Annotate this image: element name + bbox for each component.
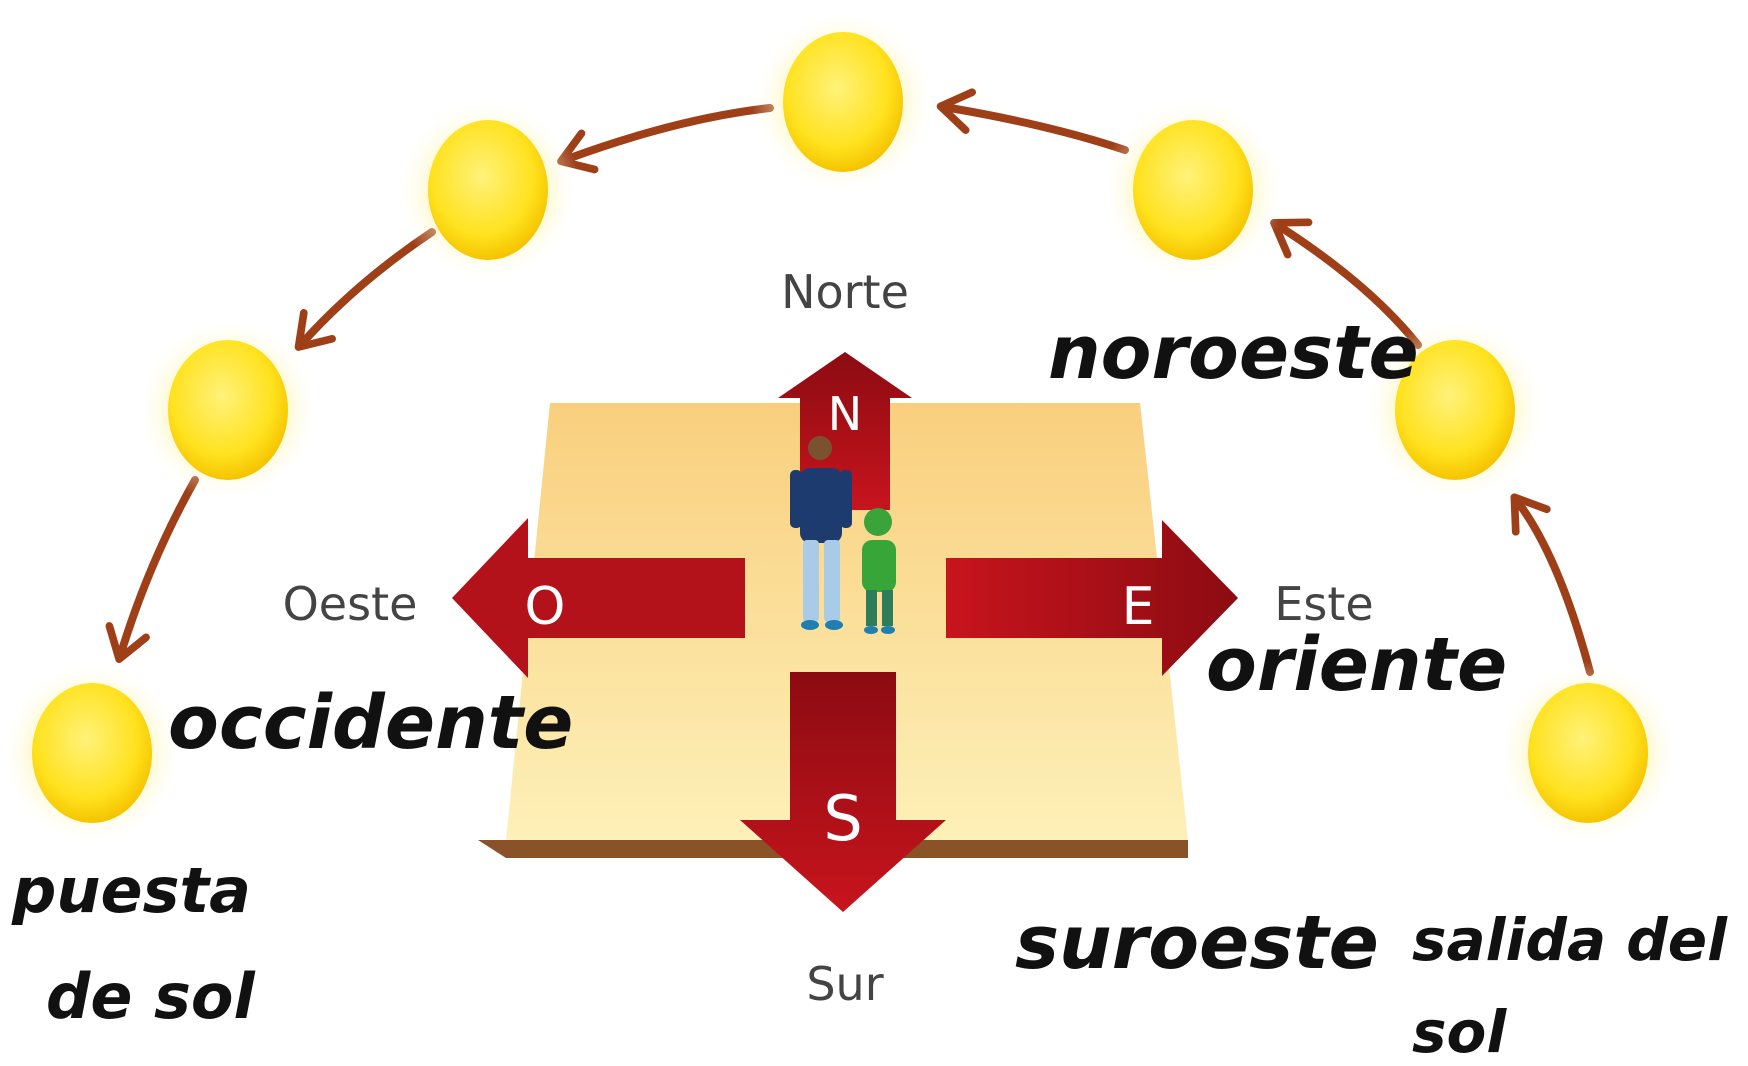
south-letter: S	[823, 782, 862, 855]
puesta-label-line1: puesta	[11, 854, 251, 927]
puesta-label-line2: de sol	[46, 960, 256, 1033]
sun-icon	[751, 10, 935, 194]
path-arrow-5	[294, 228, 436, 351]
noroeste-label: noroeste	[1048, 310, 1419, 396]
salida-label-line1: salida del	[1412, 906, 1728, 974]
path-arrow-6	[105, 476, 199, 664]
salida-label-line2: sol	[1412, 998, 1507, 1066]
west-arrow: O	[452, 518, 745, 678]
sun-icon	[396, 98, 580, 282]
sun-icon	[1496, 661, 1680, 845]
occidente-label: occidente	[168, 680, 573, 766]
sun-icon	[136, 318, 320, 502]
suns	[0, 10, 1680, 845]
path-arrow-1	[1510, 493, 1594, 676]
oriente-label: oriente	[1206, 622, 1507, 708]
path-arrow-4	[557, 104, 774, 174]
north-letter: N	[828, 387, 862, 441]
path-arrow-2	[1270, 218, 1422, 349]
child-figure	[862, 508, 896, 634]
sun-icon	[0, 661, 184, 845]
east-arrow: E	[946, 520, 1238, 676]
west-label: Oeste	[283, 577, 418, 631]
east-letter: E	[1122, 577, 1155, 637]
south-label: Sur	[806, 957, 883, 1011]
south-arrow: S	[740, 672, 946, 912]
sun-icon	[1363, 318, 1547, 502]
path-arrow-3	[936, 88, 1129, 154]
east-label: Este	[1274, 577, 1373, 631]
sun-icon	[1101, 98, 1285, 282]
suroeste-label: suroeste	[1015, 900, 1379, 986]
west-letter: O	[525, 577, 566, 637]
north-label: Norte	[781, 265, 909, 319]
adult-figure	[790, 436, 852, 630]
